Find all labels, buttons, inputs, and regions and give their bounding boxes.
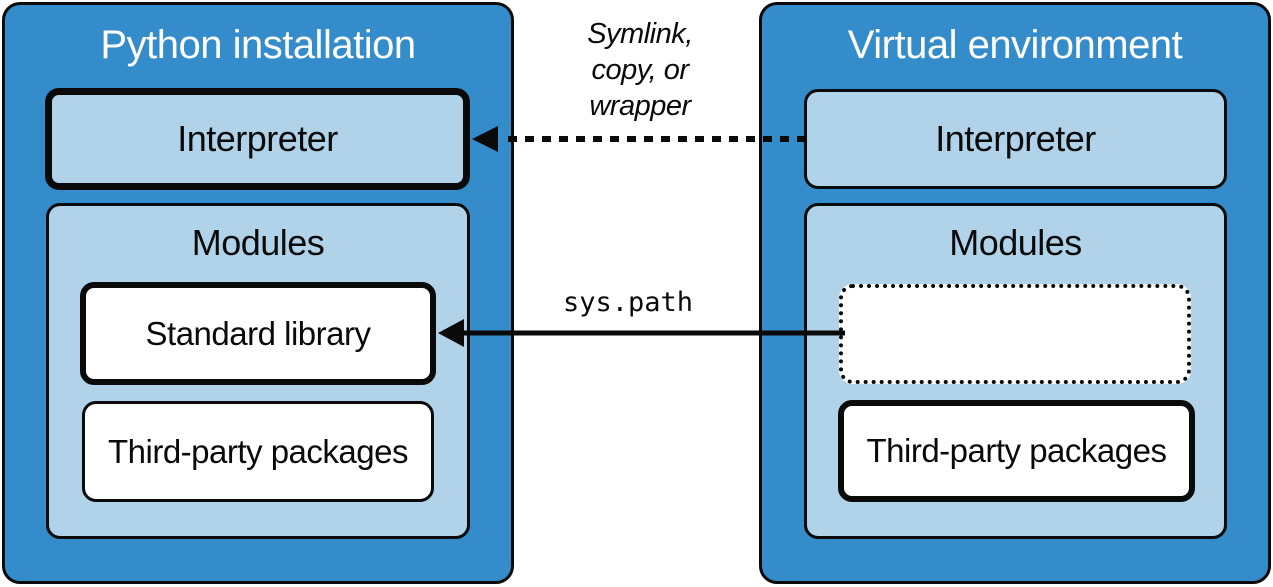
venv-interpreter-box: Interpreter xyxy=(804,89,1227,189)
sys-path-label: sys.path xyxy=(563,287,694,318)
python-third-party-box: Third-party packages xyxy=(82,401,434,502)
interpreter-link-arrowhead xyxy=(472,126,498,152)
venv-modules-title: Modules xyxy=(949,222,1082,263)
modules-link-arrowhead xyxy=(438,319,464,347)
interpreter-link-label-line: copy, or xyxy=(591,54,689,86)
standard-library-box: Standard library xyxy=(80,282,436,385)
interpreter-link-label-line: wrapper xyxy=(589,90,691,122)
python-interpreter-label: Interpreter xyxy=(177,118,338,159)
python-third-party-label: Third-party packages xyxy=(108,432,408,470)
interpreter-link-label-line: Symlink, xyxy=(587,18,693,50)
venv-third-party-box: Third-party packages xyxy=(838,400,1195,502)
venv-third-party-label: Third-party packages xyxy=(866,432,1167,469)
standard-library-label: Standard library xyxy=(145,314,371,352)
python-modules-title: Modules xyxy=(191,222,325,263)
python-installation-title: Python installation xyxy=(100,23,416,67)
virtual-environment-title: Virtual environment xyxy=(847,23,1183,67)
python-interpreter-box: Interpreter xyxy=(45,88,470,190)
venv-standard-library-placeholder xyxy=(839,284,1191,384)
interpreter-link-label: Symlink, copy, or wrapper xyxy=(540,16,740,124)
venv-interpreter-label: Interpreter xyxy=(935,118,1096,159)
